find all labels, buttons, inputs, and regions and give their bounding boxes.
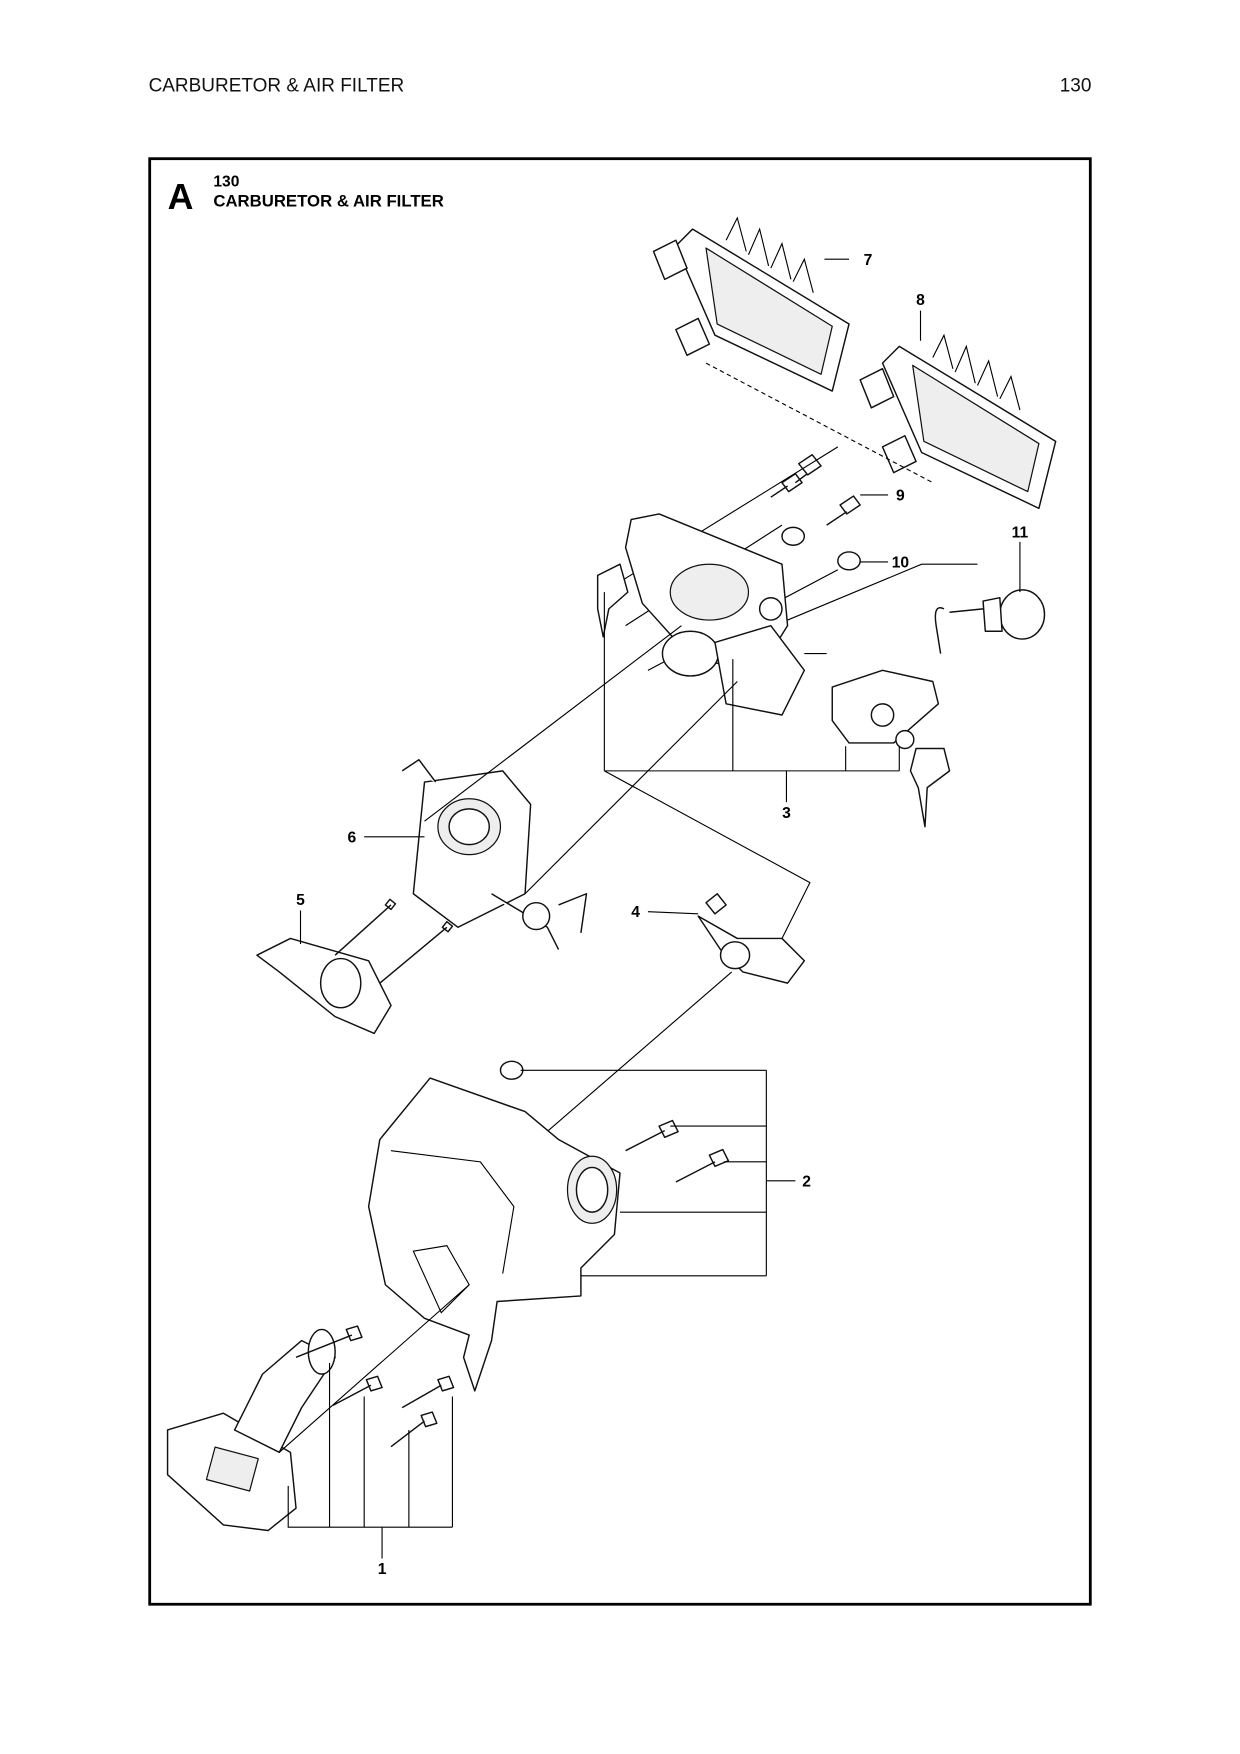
diagram-letter: A <box>168 177 194 217</box>
air-filter-part-8 <box>859 333 1057 510</box>
carburetor-box-part-2 <box>367 1060 730 1392</box>
primer-bulb-part-11 <box>934 589 1046 654</box>
diagram-title: CARBURETOR & AIR FILTER <box>213 192 443 211</box>
section-header: CARBURETOR & AIR FILTER <box>149 76 405 97</box>
callout-8: 8 <box>916 292 925 309</box>
callout-4: 4 <box>631 904 640 921</box>
callout-11: 11 <box>1012 524 1029 541</box>
diagram-number: 130 <box>213 174 239 191</box>
air-filter-part-7 <box>652 216 850 392</box>
carburetor-flange-part-5 <box>256 898 454 1035</box>
callout-2: 2 <box>802 1173 811 1190</box>
diagram-frame <box>148 157 1092 1606</box>
callout-6: 6 <box>348 829 357 846</box>
screws-part-9 <box>770 454 861 571</box>
alignment-dashed-line <box>705 362 934 484</box>
callout-5: 5 <box>296 892 305 909</box>
callout-3: 3 <box>782 805 791 822</box>
callout-10: 10 <box>892 555 910 572</box>
page-number: 130 <box>1060 76 1092 97</box>
callout-1: 1 <box>378 1561 387 1578</box>
filter-holder-part-3 <box>596 513 951 828</box>
callout-7: 7 <box>864 252 873 269</box>
intake-manifold-part-1 <box>166 1325 455 1532</box>
callout-9: 9 <box>896 488 905 505</box>
carburetor-part-6 <box>401 758 588 950</box>
throttle-part-4 <box>697 893 806 984</box>
